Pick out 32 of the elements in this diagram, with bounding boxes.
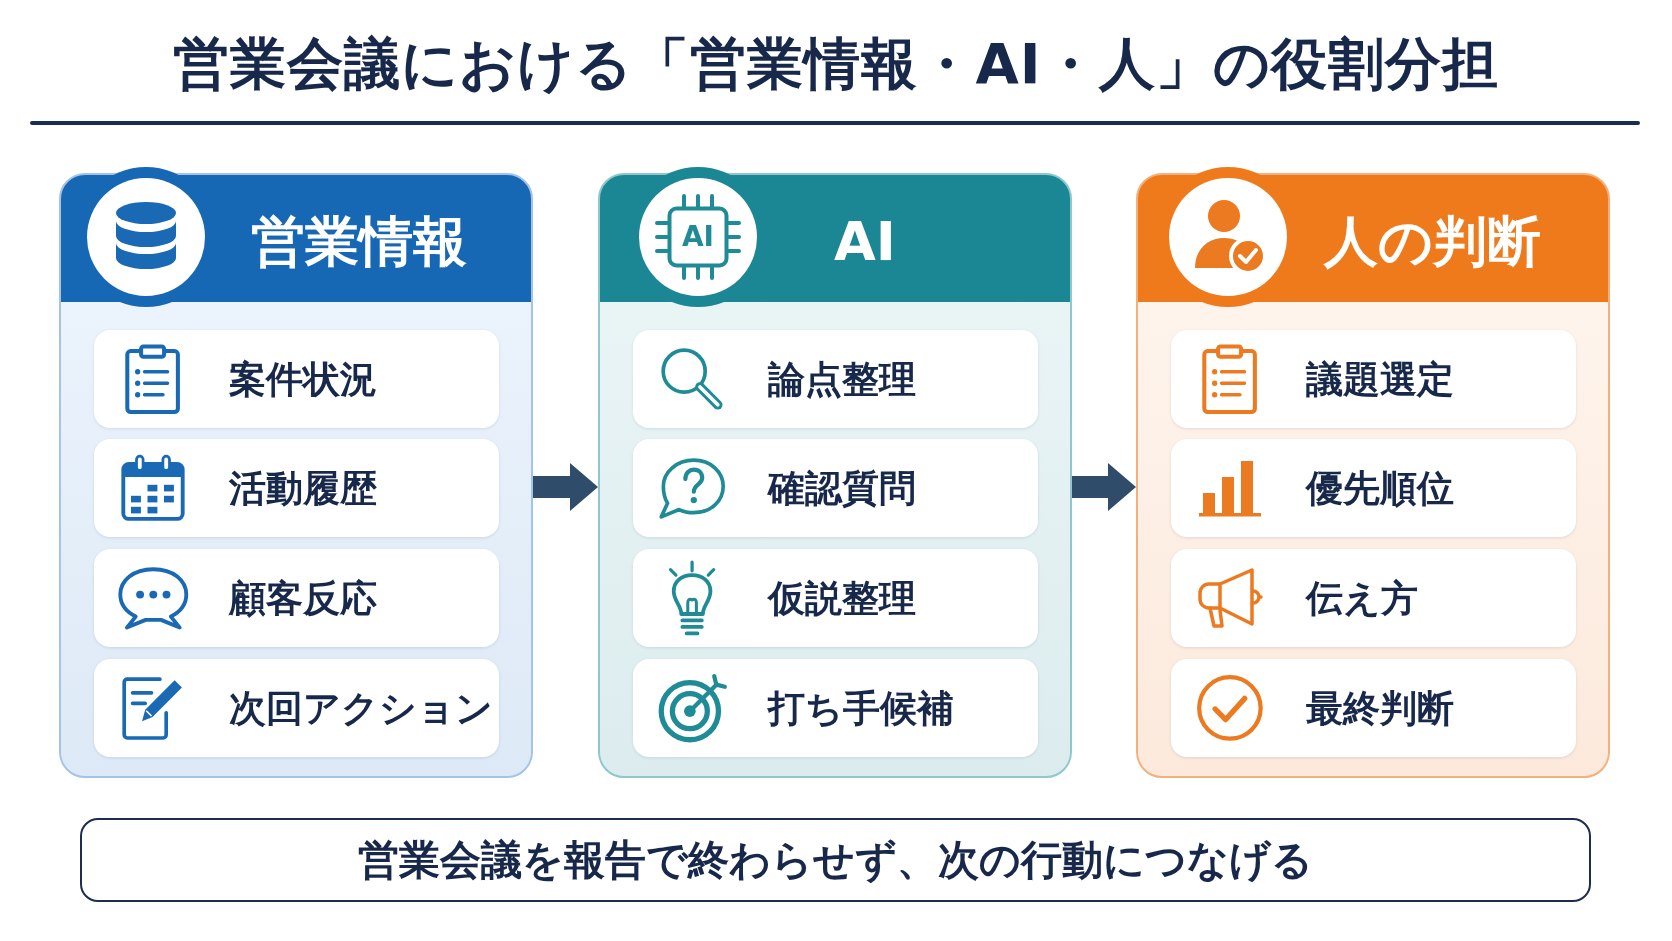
summary-box: 営業会議を報告で終わらせず、次の行動につなげる [80,818,1591,902]
item-label: 打ち手候補 [768,689,954,727]
arrow [1072,463,1136,511]
item-card [1171,659,1576,757]
item-card [94,659,499,757]
item-label: 案件状況 [229,360,377,398]
item-label: 伝え方 [1306,579,1418,617]
title: 営業会議における「営業情報・AI・人」の役割分担 [173,36,1499,92]
item-card [1171,439,1576,537]
item-card [94,439,499,537]
panel-heading: AI [834,215,896,269]
panel-heading: 人の判断 [1323,215,1541,269]
item-label: 最終判断 [1306,689,1454,727]
item-label: 活動履歴 [229,469,377,507]
item-card [633,439,1038,537]
chip-label: AI [681,223,715,251]
item-label: 優先順位 [1306,469,1454,507]
item-label: 次回アクション [229,689,493,727]
item-card [94,549,499,647]
item-card [94,330,499,428]
item-card [1171,549,1576,647]
item-label: 論点整理 [768,360,916,398]
item-label: 仮説整理 [768,579,916,617]
item-card [1171,330,1576,428]
panel-heading: 営業情報 [251,215,467,269]
arrow [533,463,598,511]
item-label: 議題選定 [1306,360,1454,398]
item-label: 確認質問 [768,469,916,507]
item-card [633,659,1038,757]
item-card [633,330,1038,428]
item-card [633,549,1038,647]
item-label: 顧客反応 [229,579,377,617]
